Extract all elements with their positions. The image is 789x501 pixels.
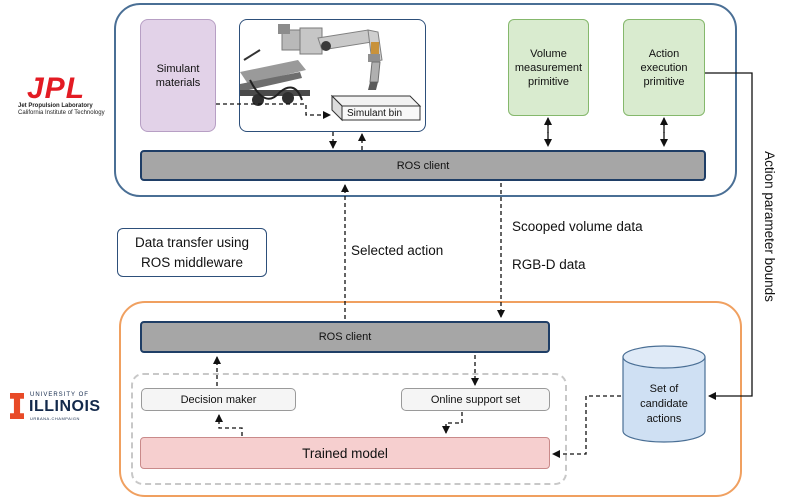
volume-primitive-line3: primitive — [528, 75, 569, 88]
action-primitive-line3: primitive — [643, 75, 685, 88]
volume-measurement-primitive-box: Volume measurement primitive — [508, 19, 589, 116]
candidate-line1: Set of — [649, 382, 679, 395]
illinois-line1: UNIVERSITY OF — [30, 392, 89, 398]
illinois-block-i: I — [10, 393, 24, 419]
illinois-line3: URBANA-CHAMPAIGN — [30, 416, 80, 421]
selected-action-label: Selected action — [351, 243, 444, 258]
candidate-line3: actions — [646, 412, 682, 425]
simulant-materials-line2: materials — [155, 76, 201, 89]
transfer-note-line2: ROS middleware — [140, 254, 244, 270]
action-execution-primitive-box: Action execution primitive — [623, 19, 705, 116]
trained-model-box: Trained model — [140, 437, 550, 469]
action-primitive-line1: Action — [648, 47, 680, 60]
ros-client-top-label: ROS client — [396, 159, 450, 172]
decision-maker-label: Decision maker — [180, 393, 257, 406]
illinois-line2: ILLINOIS — [29, 398, 101, 415]
jpl-logo-line1: Jet Propulsion Laboratory — [18, 103, 93, 109]
volume-primitive-line2: measurement — [514, 61, 583, 74]
decision-maker-box: Decision maker — [141, 388, 296, 411]
transfer-note-line1: Data transfer using — [134, 234, 250, 250]
ros-client-bottom: ROS client — [140, 321, 550, 353]
rgbd-label: RGB-D data — [512, 257, 586, 272]
trained-model-label: Trained model — [302, 445, 388, 461]
candidate-line2: candidate — [640, 397, 688, 410]
simulant-bin-label: Simulant bin — [347, 108, 403, 119]
jpl-logo: JPL Jet Propulsion Laboratory California… — [8, 74, 118, 120]
data-transfer-note: Data transfer using ROS middleware — [117, 228, 267, 277]
robot-arm-illustration — [240, 24, 422, 122]
param-bounds-text: Action parameter bounds — [761, 150, 777, 302]
ros-client-bottom-label: ROS client — [318, 331, 372, 343]
volume-primitive-line1: Volume — [530, 47, 567, 60]
jpl-logo-mark: JPL — [27, 72, 86, 105]
simulant-materials-line1: Simulant — [156, 62, 200, 75]
illinois-logo: I UNIVERSITY OF ILLINOIS URBANA-CHAMPAIG… — [10, 390, 110, 424]
database-cylinder-icon — [622, 345, 706, 443]
ros-client-top: ROS client — [140, 150, 706, 181]
learning-system-frame — [119, 301, 742, 497]
action-primitive-line2: execution — [640, 61, 688, 74]
jpl-logo-line2: California Institute of Technology — [18, 110, 105, 116]
action-parameter-bounds-label: Action parameter bounds — [758, 142, 780, 310]
online-support-set-box: Online support set — [401, 388, 550, 411]
robot-photo-frame: Simulant bin — [239, 19, 426, 132]
simulant-materials-box: Simulant materials — [140, 19, 216, 132]
scooped-volume-label: Scooped volume data — [512, 219, 643, 234]
online-support-label: Online support set — [430, 393, 521, 406]
candidate-actions-db: Set of candidate actions — [621, 345, 707, 445]
